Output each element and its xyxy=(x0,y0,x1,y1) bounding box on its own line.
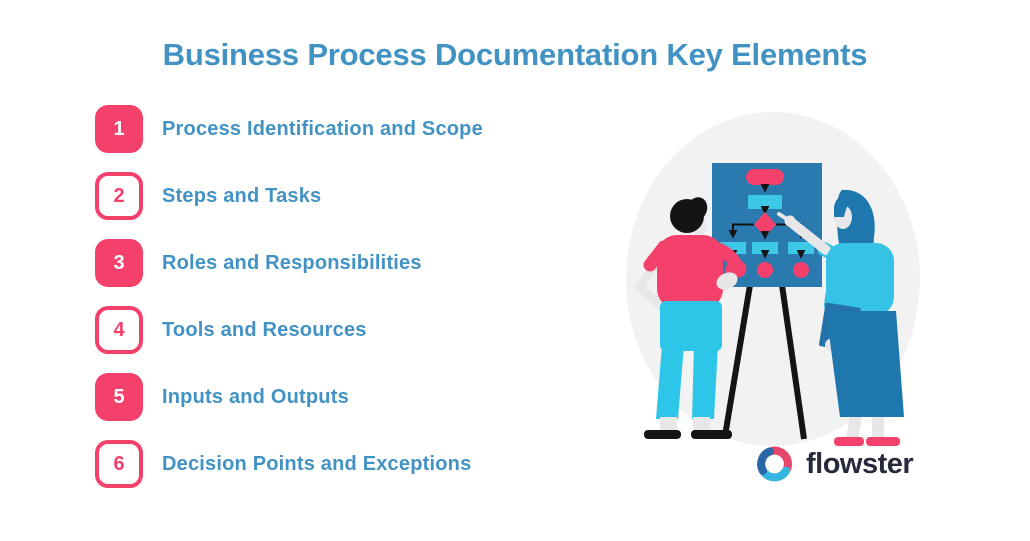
person-right-leg xyxy=(846,417,862,439)
list-item: 3 Roles and Responsibilities xyxy=(95,239,483,287)
flowster-logo: flowster xyxy=(752,441,914,487)
list-item: 5 Inputs and Outputs xyxy=(95,373,483,421)
list-item: 4 Tools and Resources xyxy=(95,306,483,354)
flowchart-end-circle xyxy=(757,262,773,278)
illustration-two-people-flowchart-easel xyxy=(626,112,920,446)
person-left-hand xyxy=(729,260,747,278)
person-right-top xyxy=(826,243,894,315)
item-label: Process Identification and Scope xyxy=(162,117,483,140)
flowchart-branch-box xyxy=(752,242,778,254)
item-number-badge: 1 xyxy=(95,105,143,153)
flowster-wordmark: flowster xyxy=(806,447,914,480)
person-right-shoe xyxy=(834,437,864,446)
person-right-shoe xyxy=(866,437,900,446)
flowster-logo-icon xyxy=(757,446,792,482)
person-left-shoe xyxy=(644,430,681,439)
flowchart-process-box xyxy=(748,195,782,209)
page-title: Business Process Documentation Key Eleme… xyxy=(162,37,868,72)
item-number-badge: 3 xyxy=(95,239,143,287)
list-item: 1 Process Identification and Scope xyxy=(95,105,483,153)
flowchart-start-pill xyxy=(746,169,784,185)
person-right xyxy=(777,189,904,446)
person-right-skirt xyxy=(826,311,904,417)
person-left xyxy=(635,197,747,439)
person-left-shoe xyxy=(691,430,732,439)
item-label: Inputs and Outputs xyxy=(162,385,349,408)
person-left-shirt xyxy=(657,235,723,309)
list-item: 6 Decision Points and Exceptions xyxy=(95,440,483,488)
person-right-leg xyxy=(872,417,884,439)
flowchart-end-circle xyxy=(793,262,809,278)
item-label: Steps and Tasks xyxy=(162,184,322,207)
item-label: Tools and Resources xyxy=(162,318,367,341)
easel-legs xyxy=(722,284,807,440)
flowchart-decision-diamond xyxy=(754,212,776,237)
flowchart-branch-box xyxy=(788,242,814,254)
item-number-badge: 2 xyxy=(95,172,143,220)
person-left-ankle xyxy=(693,417,710,431)
item-number-badge: 6 xyxy=(95,440,143,488)
person-left-ankle xyxy=(660,417,677,431)
key-elements-list: 1 Process Identification and Scope 2 Ste… xyxy=(95,105,483,488)
item-number-badge: 4 xyxy=(95,306,143,354)
item-label: Roles and Responsibilities xyxy=(162,251,422,274)
item-number-badge: 5 xyxy=(95,373,143,421)
item-label: Decision Points and Exceptions xyxy=(162,452,472,475)
person-left-trousers xyxy=(660,301,722,351)
list-item: 2 Steps and Tasks xyxy=(95,172,483,220)
